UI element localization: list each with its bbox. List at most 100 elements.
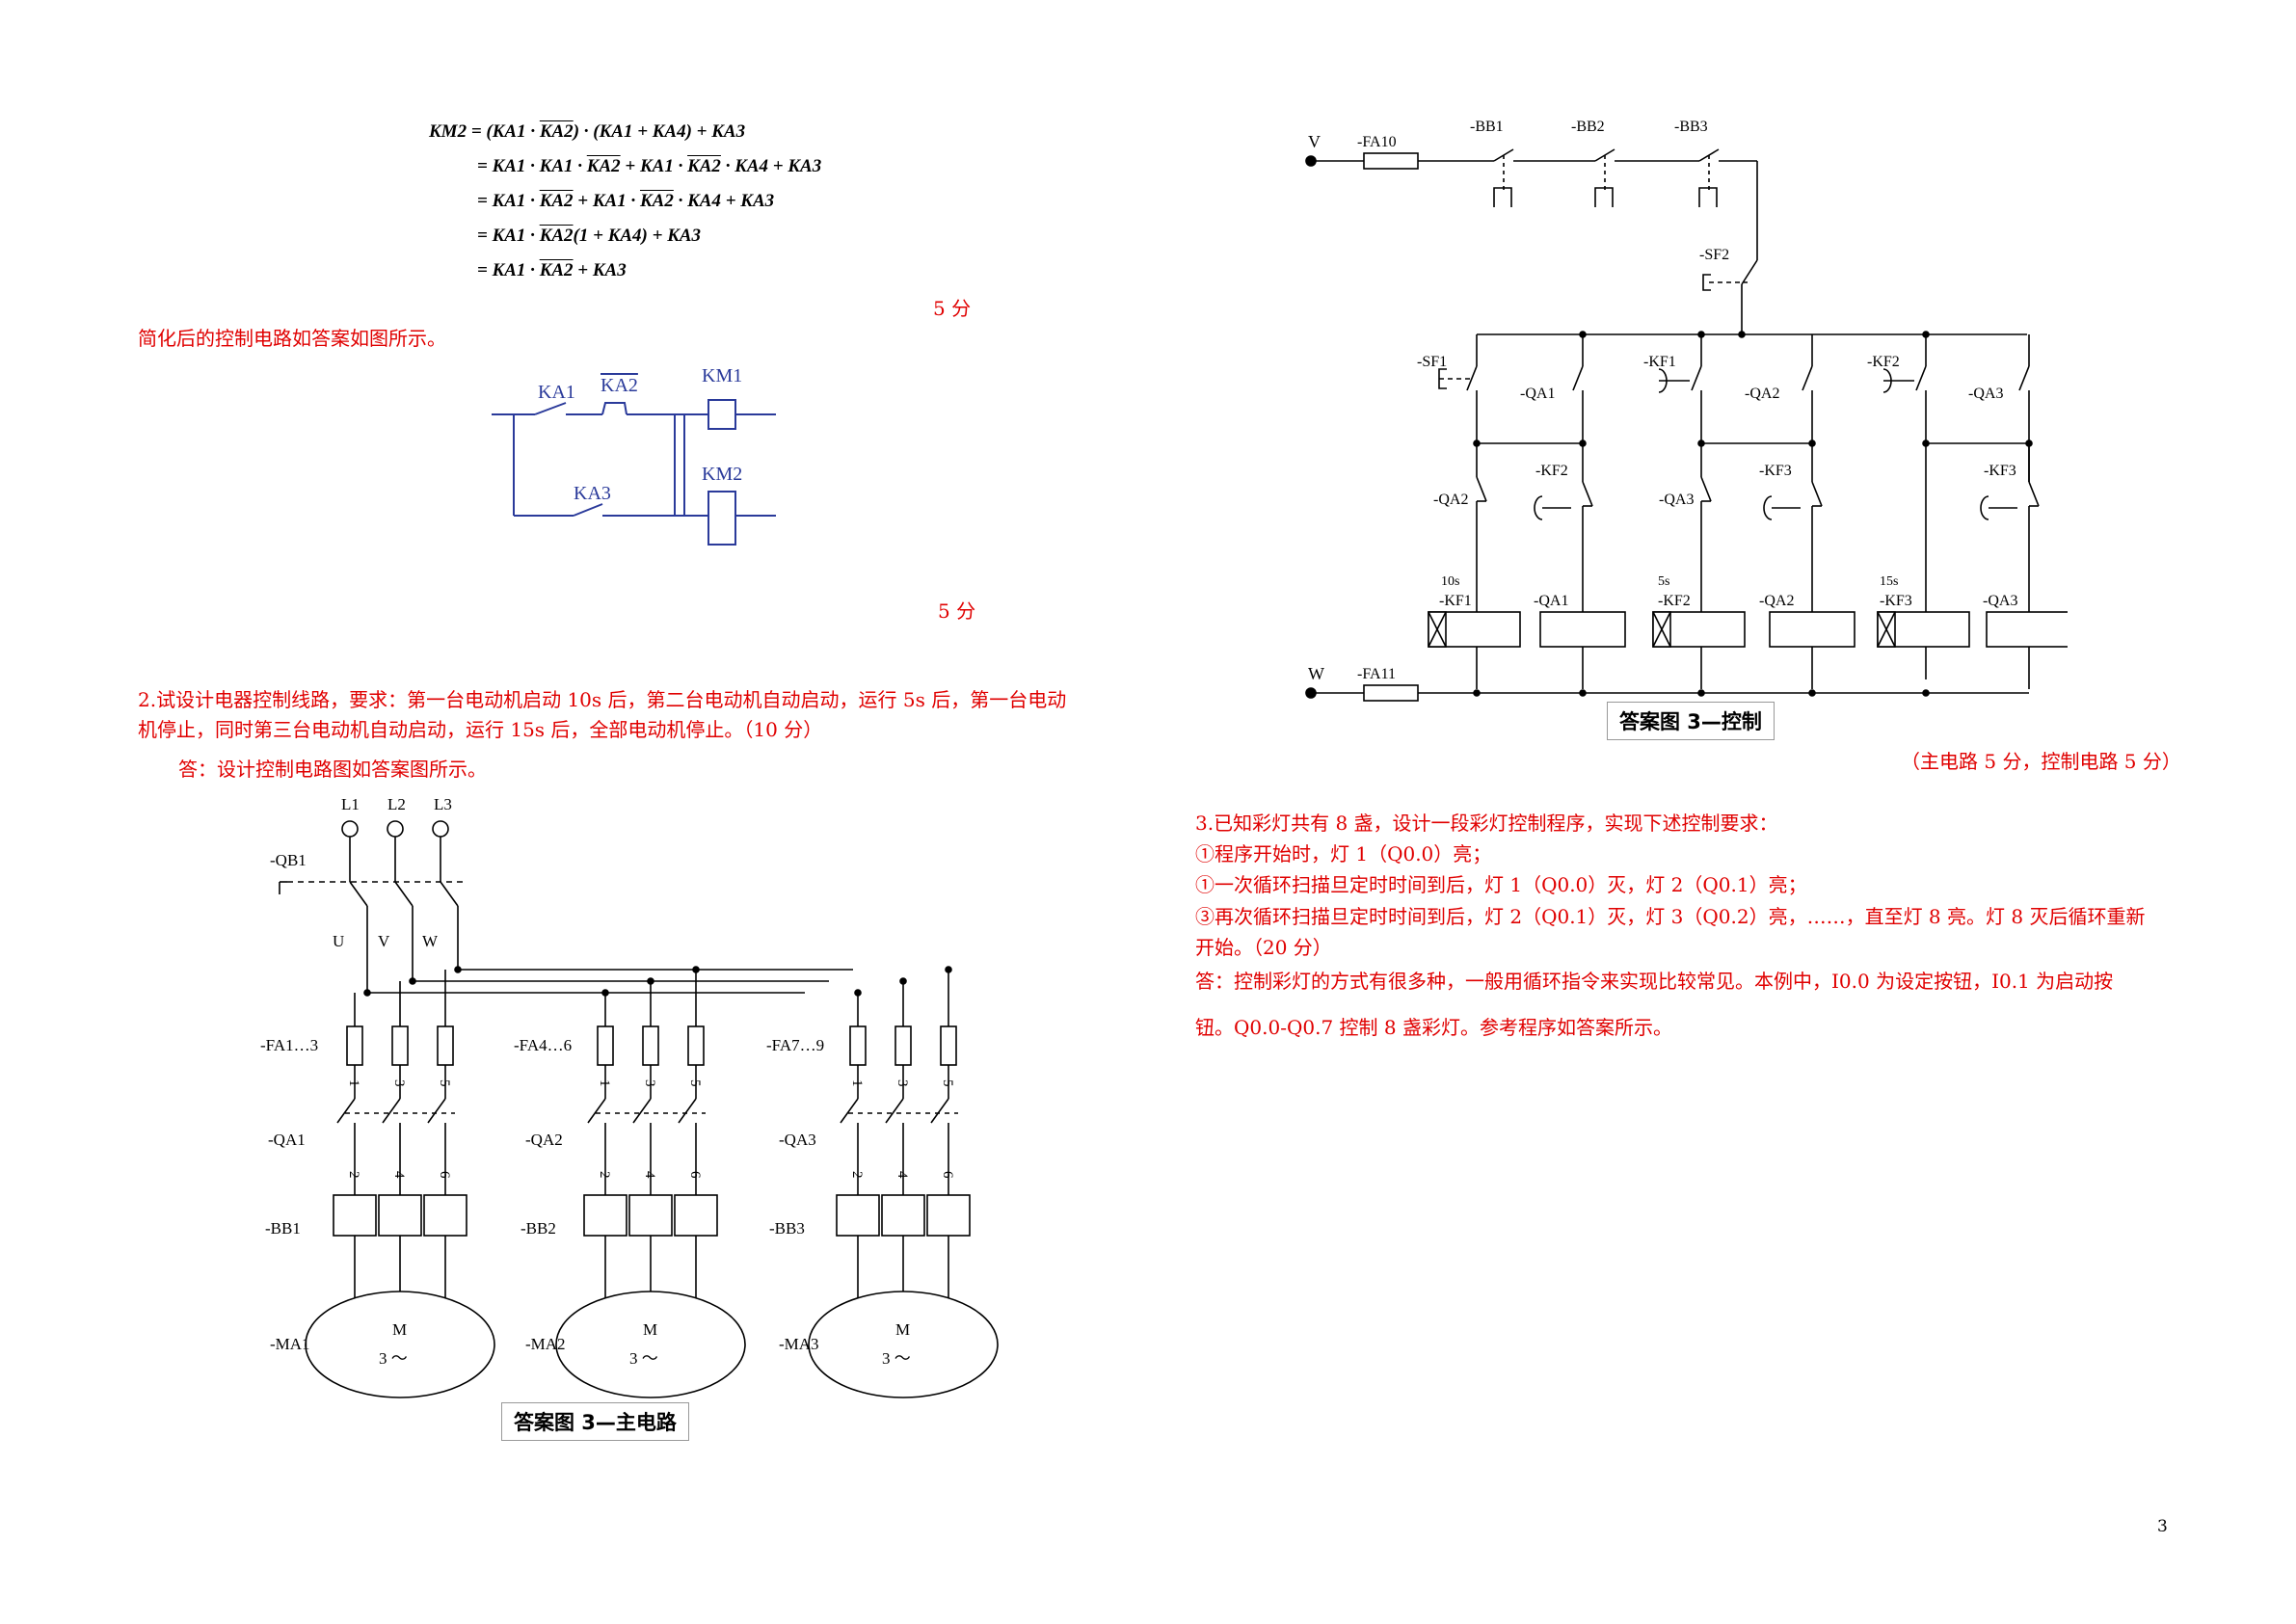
nc-contact	[1700, 476, 1712, 502]
fuse	[597, 1025, 614, 1066]
motor-m-label: M	[392, 1320, 407, 1339]
label-w: W	[422, 932, 439, 950]
row1-qa3: -QA3	[1968, 386, 2003, 402]
terminal-number: 3	[391, 1079, 407, 1087]
sf2-contact	[1741, 259, 1758, 285]
junction-dot	[454, 966, 462, 973]
question-3-item-1: ①程序开始时，灯 1（Q0.0）亮；	[1195, 842, 1492, 865]
no-contact	[1802, 365, 1813, 391]
main-circuit-caption: 答案图 3—主电路	[501, 1402, 689, 1441]
simplified-circuit-diagram: KA1 KA2 KM1 KM2 KA3	[492, 365, 776, 546]
terminal-number: 5	[687, 1079, 703, 1087]
contact-blade	[336, 1098, 356, 1124]
junction-dot	[1738, 331, 1746, 338]
thermal-relay-element	[881, 1194, 925, 1237]
bb1-label: -BB1	[1470, 119, 1504, 135]
terminal-circle	[341, 820, 359, 838]
eq-term: = KA1 ·	[477, 191, 540, 211]
motor-label-1: -MA1	[270, 1335, 310, 1353]
coil-qa3: -QA3	[1983, 593, 2017, 609]
terminal-number: 4	[894, 1171, 910, 1179]
thermal-relay-element	[378, 1194, 422, 1237]
control-circuit-diagram: V -FA10 -BB1 -BB2 -BB3 -SF2 -SF1 -QA1 -K…	[1305, 119, 2068, 702]
nc-contact	[1476, 476, 1487, 502]
fuse	[391, 1025, 409, 1066]
motor-3-label: 3 ～	[629, 1349, 658, 1368]
eq-term: KA2	[639, 191, 674, 211]
thermal-relay-element	[674, 1194, 718, 1237]
fuse	[940, 1025, 957, 1066]
simplified-text: 简化后的控制电路如答案如图所示。	[138, 327, 446, 350]
terminal-number: 4	[391, 1171, 407, 1179]
eq-term: KM2	[429, 121, 467, 142]
eq-term: KA2	[539, 191, 574, 211]
timer-coil-kf2-x	[1652, 611, 1671, 648]
relay-label-2: -BB2	[521, 1219, 556, 1238]
fuse-label-2: -FA4…6	[514, 1036, 572, 1054]
terminal-circle	[432, 820, 449, 838]
timer-kf2: -KF2	[1658, 593, 1691, 609]
terminal-number: 3	[894, 1079, 910, 1087]
fa11-label: -FA11	[1357, 666, 1396, 682]
thermal-relay-element	[423, 1194, 467, 1237]
terminal-number: 6	[940, 1171, 955, 1179]
row1-qa1: -QA1	[1520, 386, 1555, 402]
score-label: 5 分	[933, 297, 972, 320]
row2-kf3-b: -KF3	[1984, 463, 2016, 479]
eq-term: (1 + KA4) + KA3	[573, 226, 702, 246]
v-label: V	[1308, 132, 1321, 151]
coil-qa1: -QA1	[1534, 593, 1568, 609]
question-2-line-1: 2.试设计电器控制线路，要求：第一台电动机启动 10s 后，第二台电动机自动启动…	[138, 688, 1067, 711]
terminal-number: 2	[597, 1171, 612, 1179]
row1-kf1: -KF1	[1643, 354, 1676, 370]
eq-term: · KA4 + KA3	[720, 156, 822, 176]
fuse-fa11	[1363, 684, 1419, 702]
fa10-label: -FA10	[1357, 134, 1397, 150]
eq-term: ) · (KA1 + KA4) + KA3	[573, 121, 746, 142]
km1-label: KM1	[702, 365, 742, 386]
contact-blade	[930, 1098, 949, 1124]
fuse-label-3: -FA7…9	[766, 1036, 824, 1054]
relay-label-1: -BB1	[265, 1219, 301, 1238]
w-label: W	[1308, 664, 1324, 683]
eq-term: KA2	[586, 156, 621, 176]
row2-kf2: -KF2	[1535, 463, 1568, 479]
no-contact	[1915, 365, 1927, 391]
coil-qa3	[1986, 611, 2068, 648]
terminal-number: 2	[346, 1171, 361, 1179]
timer-coil-kf3-x	[1877, 611, 1896, 648]
motor-3-label: 3 ～	[379, 1349, 408, 1368]
terminal-number: 4	[642, 1171, 657, 1179]
question-3-answer-2: 钮。Q0.0-Q0.7 控制 8 盏彩灯。参考程序如答案所示。	[1195, 1016, 1672, 1039]
no-contact	[1466, 365, 1478, 391]
time-5s: 5s	[1658, 574, 1669, 589]
thermal-relay-element	[926, 1194, 971, 1237]
motor-label-2: -MA2	[525, 1335, 566, 1353]
junction-dot	[1808, 689, 1816, 697]
question-3-item-3a: ③再次循环扫描旦定时时间到后，灯 2（Q0.1）灭，灯 3（Q0.2）亮，……，…	[1195, 905, 2146, 928]
coil-qa2	[1769, 611, 1855, 648]
timer-coil-kf1-x	[1428, 611, 1447, 648]
terminal-number: 1	[346, 1079, 361, 1087]
thermal-symbol	[1698, 187, 1718, 207]
contact-blade	[885, 1098, 904, 1124]
thermal-relay-element	[583, 1194, 627, 1237]
equation-line-3: = KA1 · KA2 + KA1 · KA2 · KA4 + KA3	[477, 191, 774, 212]
motor-m-label: M	[895, 1320, 910, 1339]
fuse	[849, 1025, 867, 1066]
junction-dot	[1473, 689, 1481, 697]
terminal-number: 6	[687, 1171, 703, 1179]
thermal-symbol	[1594, 187, 1614, 207]
bb3-label: -BB3	[1674, 119, 1708, 135]
main-circuit-diagram: L1 L2 L3 -QB1 U V W -FA1…3 -FA4…6 -FA7…9…	[260, 795, 999, 1398]
eq-term: + KA1 ·	[620, 156, 688, 176]
eq-term: = KA1 ·	[477, 260, 540, 280]
motor-circle	[808, 1291, 999, 1398]
no-contact	[2018, 365, 2030, 391]
row2-qa3: -QA3	[1659, 492, 1694, 508]
question-3-answer-1: 答：控制彩灯的方式有很多种，一般用循环指令来实现比较常见。本例中，I0.0 为设…	[1195, 970, 2114, 993]
fuse	[437, 1025, 454, 1066]
ka3-label: KA3	[574, 483, 611, 504]
contactor-label-3: -QA3	[779, 1131, 816, 1149]
phase-l3: L3	[434, 795, 452, 813]
